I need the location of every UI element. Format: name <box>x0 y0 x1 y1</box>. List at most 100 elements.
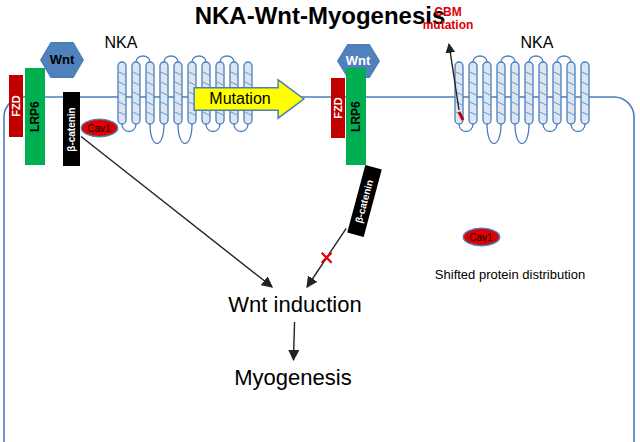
cbm-leader-arrow <box>449 44 459 110</box>
helix-loop <box>557 56 571 62</box>
helix-turn <box>582 72 588 75</box>
protein-bar: FZD <box>331 78 345 138</box>
helix-loop <box>501 56 515 62</box>
helix-turn <box>540 102 546 105</box>
helix-loop <box>220 56 234 62</box>
cbm-mutation-mark <box>459 112 463 120</box>
helix-turn <box>203 112 209 115</box>
note-text: Shifted protein distribution <box>410 268 610 282</box>
node-text: Wnt <box>346 54 371 68</box>
node-text: Mutation <box>209 90 270 108</box>
helix-turn <box>231 72 237 75</box>
helix-turn <box>217 82 223 85</box>
helix-turn <box>568 102 574 105</box>
helix-turn <box>554 82 560 85</box>
helix-turn <box>512 102 518 105</box>
helix-turn <box>498 82 504 85</box>
helix-turn <box>217 112 223 115</box>
cell-outline <box>4 97 634 442</box>
helix-turn <box>245 72 251 75</box>
node-shape <box>463 228 499 245</box>
helix-loop <box>459 124 473 132</box>
node-shape <box>346 68 366 165</box>
helix-turn <box>582 92 588 95</box>
helix-turn <box>175 92 181 95</box>
helix-turn <box>484 102 490 105</box>
helix-turn <box>133 82 139 85</box>
helix-turn <box>161 82 167 85</box>
helix-loop <box>473 56 487 62</box>
helix-loop <box>192 56 206 62</box>
helix-turn <box>203 72 209 75</box>
helix-turn <box>456 102 462 105</box>
helix-turn <box>540 112 546 115</box>
node-text: Cav1 <box>87 123 110 134</box>
node-shape <box>25 68 45 165</box>
helix-turn <box>526 82 532 85</box>
helix-loop <box>515 124 529 144</box>
helix-turn <box>189 112 195 115</box>
helix-turn <box>554 102 560 105</box>
helix-turn <box>526 72 532 75</box>
helix-turn <box>147 72 153 75</box>
helix-turn <box>189 72 195 75</box>
nka-helices <box>455 56 589 144</box>
helix <box>469 62 477 124</box>
helix-turn <box>245 82 251 85</box>
helix-turn <box>582 82 588 85</box>
helix <box>132 62 140 124</box>
helix <box>146 62 154 124</box>
helix-turn <box>470 72 476 75</box>
helix-turn <box>526 112 532 115</box>
mutation-label: CBM mutation <box>416 6 480 32</box>
helix-turn <box>582 102 588 105</box>
node-text: Wnt <box>50 53 75 67</box>
protein-bar: β-catenin <box>63 92 80 166</box>
helix-turn <box>582 112 588 115</box>
node-text: Cav1 <box>469 232 492 243</box>
helix-turn <box>568 112 574 115</box>
process-label: Myogenesis <box>228 362 358 394</box>
helix-turn <box>498 112 504 115</box>
protein-label: NKA <box>96 34 146 52</box>
helix <box>174 62 182 124</box>
helix-turn <box>470 102 476 105</box>
helix-turn <box>484 82 490 85</box>
helix-turn <box>512 82 518 85</box>
node-shape <box>41 43 83 78</box>
helix-turn <box>175 102 181 105</box>
node-text: Myogenesis <box>234 366 351 390</box>
helix-turn <box>231 82 237 85</box>
node-shape <box>63 92 80 166</box>
helix <box>553 62 561 124</box>
block-arrow: Mutation <box>193 79 305 119</box>
helix-turn <box>119 82 125 85</box>
node-shape <box>331 78 345 138</box>
helix-turn <box>119 92 125 95</box>
helix-turn <box>470 112 476 115</box>
node-shape <box>194 80 304 118</box>
helix <box>483 62 491 124</box>
helix-loop <box>150 124 164 144</box>
helix-loop <box>571 124 585 132</box>
helix-turn <box>245 112 251 115</box>
helix-turn <box>512 92 518 95</box>
node-text: β-catenin <box>66 107 77 151</box>
arrow-connector <box>293 322 294 360</box>
helix-turn <box>568 72 574 75</box>
helix-turn <box>189 82 195 85</box>
helix-turn <box>484 112 490 115</box>
helix-turn <box>540 72 546 75</box>
helix-turn <box>526 92 532 95</box>
protein-bar: FZD <box>9 75 23 137</box>
helix-turn <box>540 82 546 85</box>
helix-turn <box>175 72 181 75</box>
diagram-title: NKA-Wnt-Myogenesis <box>0 3 640 29</box>
helix-turn <box>133 102 139 105</box>
helix-turn <box>456 72 462 75</box>
helix-turn <box>161 102 167 105</box>
helix-turn <box>217 72 223 75</box>
helix-turn <box>540 92 546 95</box>
helix-turn <box>161 72 167 75</box>
helix-turn <box>554 112 560 115</box>
